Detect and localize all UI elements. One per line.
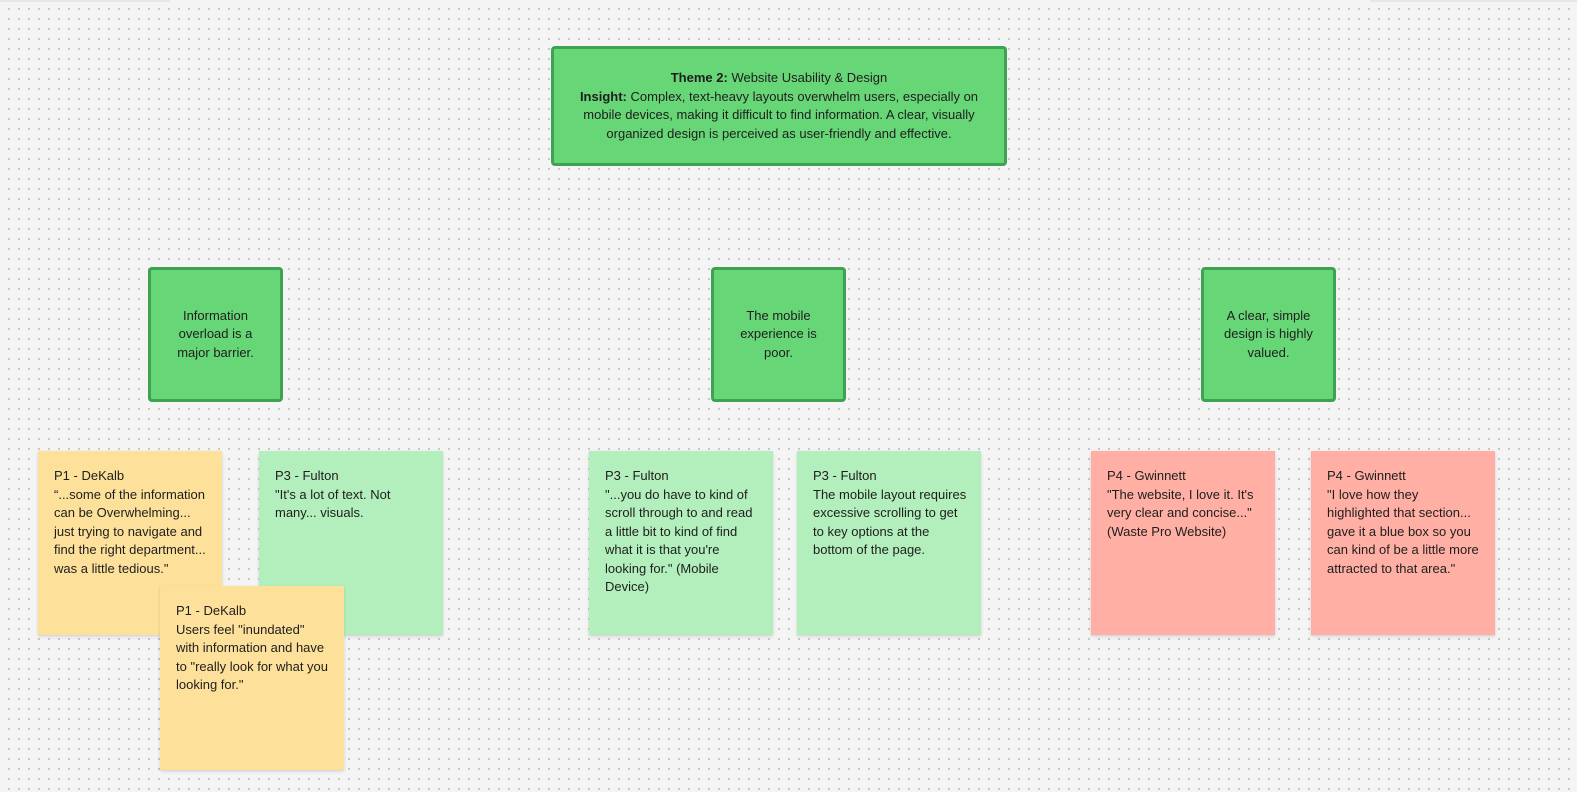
sticky-note-author: P3 - Fulton (605, 468, 669, 483)
sticky-note-p3-fulton-scroll[interactable]: P3 - Fulton "...you do have to kind of s… (589, 451, 773, 635)
subtheme-card-mobile-experience[interactable]: The mobile experience is poor. (711, 267, 846, 402)
sticky-note-text: Users feel "inundated" with information … (176, 621, 329, 693)
sticky-note-text: "...you do have to kind of scroll throug… (605, 486, 753, 595)
sticky-note-p3-fulton-mobile-layout[interactable]: P3 - Fulton The mobile layout requires e… (797, 451, 981, 635)
sticky-note-p1-dekalb-inundated[interactable]: P1 - DeKalb Users feel "inundated" with … (160, 586, 344, 770)
sticky-note-author: P4 - Gwinnett (1327, 468, 1406, 483)
theme-insight-text: Complex, text-heavy layouts overwhelm us… (583, 88, 979, 141)
sticky-note-p4-gwinnett-love-it[interactable]: P4 - Gwinnett "The website, I love it. I… (1091, 451, 1275, 635)
sticky-note-author: P3 - Fulton (275, 468, 339, 483)
sticky-note-text: “...some of the information can be Overw… (54, 486, 206, 576)
sticky-note-author: P4 - Gwinnett (1107, 468, 1186, 483)
theme-insight-label: Insight: (579, 88, 627, 104)
subtheme-text: A clear, simple design is highly valued. (1224, 307, 1313, 360)
toolbar-edge-left (0, 0, 170, 2)
sticky-note-text: "The website, I love it. It's very clear… (1107, 486, 1254, 539)
toolbar-edge-right (1370, 0, 1577, 2)
subtheme-text: Information overload is a major barrier. (177, 307, 254, 360)
theme-title-text: Website Usability & Design (731, 70, 888, 85)
sticky-note-text: "I love how they highlighted that sectio… (1327, 486, 1479, 576)
sticky-note-p4-gwinnett-blue-box[interactable]: P4 - Gwinnett "I love how they highlight… (1311, 451, 1495, 635)
sticky-note-text: "It's a lot of text. Not many... visuals… (275, 486, 391, 521)
theme-title-label: Theme 2: (670, 70, 728, 85)
sticky-note-text: The mobile layout requires excessive scr… (813, 486, 967, 558)
sticky-note-p1-dekalb-overwhelming[interactable]: P1 - DeKalb “...some of the information … (38, 451, 222, 635)
subtheme-card-information-overload[interactable]: Information overload is a major barrier. (148, 267, 283, 402)
sticky-note-author: P3 - Fulton (813, 468, 877, 483)
subtheme-card-clear-design[interactable]: A clear, simple design is highly valued. (1201, 267, 1336, 402)
sticky-note-author: P1 - DeKalb (54, 468, 125, 483)
subtheme-text: The mobile experience is poor. (740, 307, 817, 360)
theme-card[interactable]: Theme 2: Website Usability & Design Insi… (551, 46, 1007, 166)
theme-card-content: Theme 2: Website Usability & Design Insi… (564, 69, 994, 143)
sticky-note-author: P1 - DeKalb (176, 603, 247, 618)
